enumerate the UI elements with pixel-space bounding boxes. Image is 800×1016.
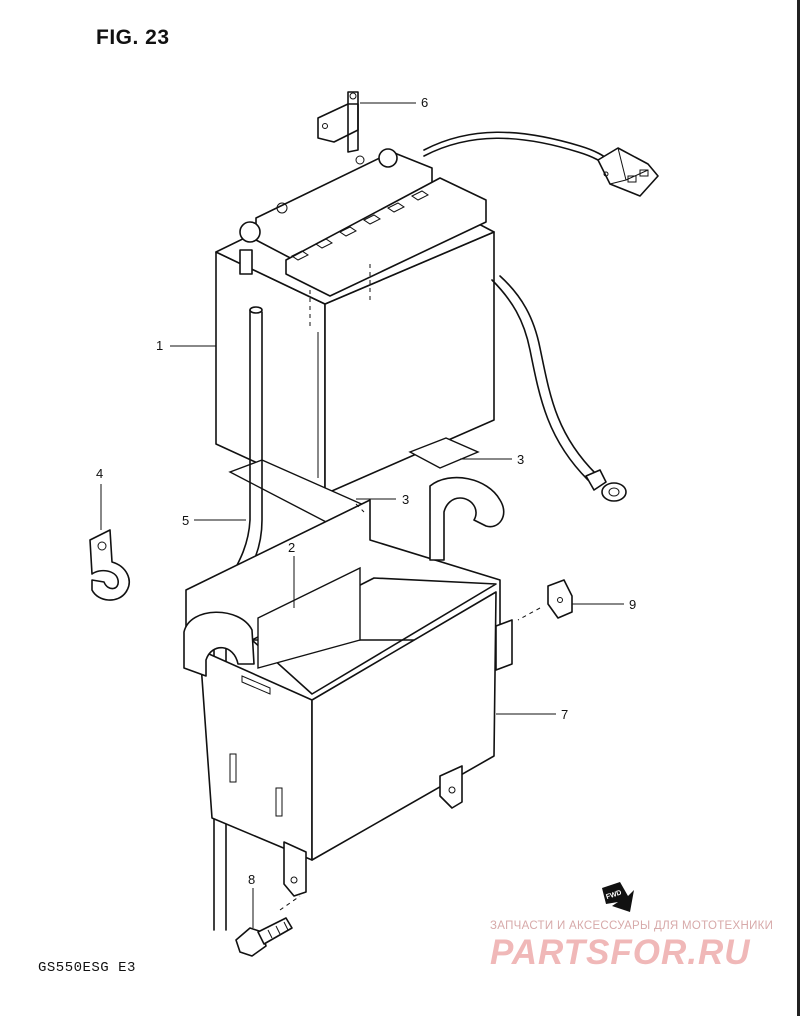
ground-cable: [491, 275, 627, 502]
callout-leaders: [100, 102, 624, 928]
model-code: GS550ESG E3: [38, 960, 136, 976]
page-border: [797, 0, 800, 1016]
watermark-tagline: ЗАПЧАСТИ И АКСЕССУАРЫ ДЛЯ МОТОТЕХНИКИ: [490, 920, 774, 932]
spacer-pad-part-2: [257, 566, 361, 669]
watermark-logo: PARTSFOR.RU: [490, 933, 751, 972]
cushion-pad-part-3: [228, 437, 480, 525]
fwd-label: FWD: [605, 889, 622, 901]
clip-nut-part-9: [547, 579, 573, 619]
callout-1: 1: [156, 338, 164, 353]
callout-3-lower: 3: [402, 492, 410, 507]
fwd-arrow-icon: FWD: [602, 882, 634, 912]
hose-clamp-part-4: [89, 529, 130, 601]
battery-case-part-7: [183, 476, 513, 897]
wire-connector: [597, 147, 659, 197]
assembly-line-3: [355, 503, 365, 513]
bolt-part-8: [235, 917, 293, 957]
callout-3-upper: 3: [517, 452, 525, 467]
callout-6: 6: [421, 95, 429, 110]
assembly-line-8: [279, 895, 301, 911]
callout-8: 8: [248, 872, 256, 887]
callout-7: 7: [561, 707, 569, 722]
clamp-bracket-part-6: [317, 91, 359, 153]
callout-2: 2: [288, 540, 296, 555]
battery-part-1: [215, 148, 495, 495]
callout-4: 4: [96, 466, 104, 481]
callout-5: 5: [182, 513, 190, 528]
figure-title: FIG. 23: [96, 26, 170, 49]
callout-9: 9: [629, 597, 637, 612]
battery-lead-wire: [423, 131, 613, 169]
assembly-line-9: [517, 607, 541, 621]
